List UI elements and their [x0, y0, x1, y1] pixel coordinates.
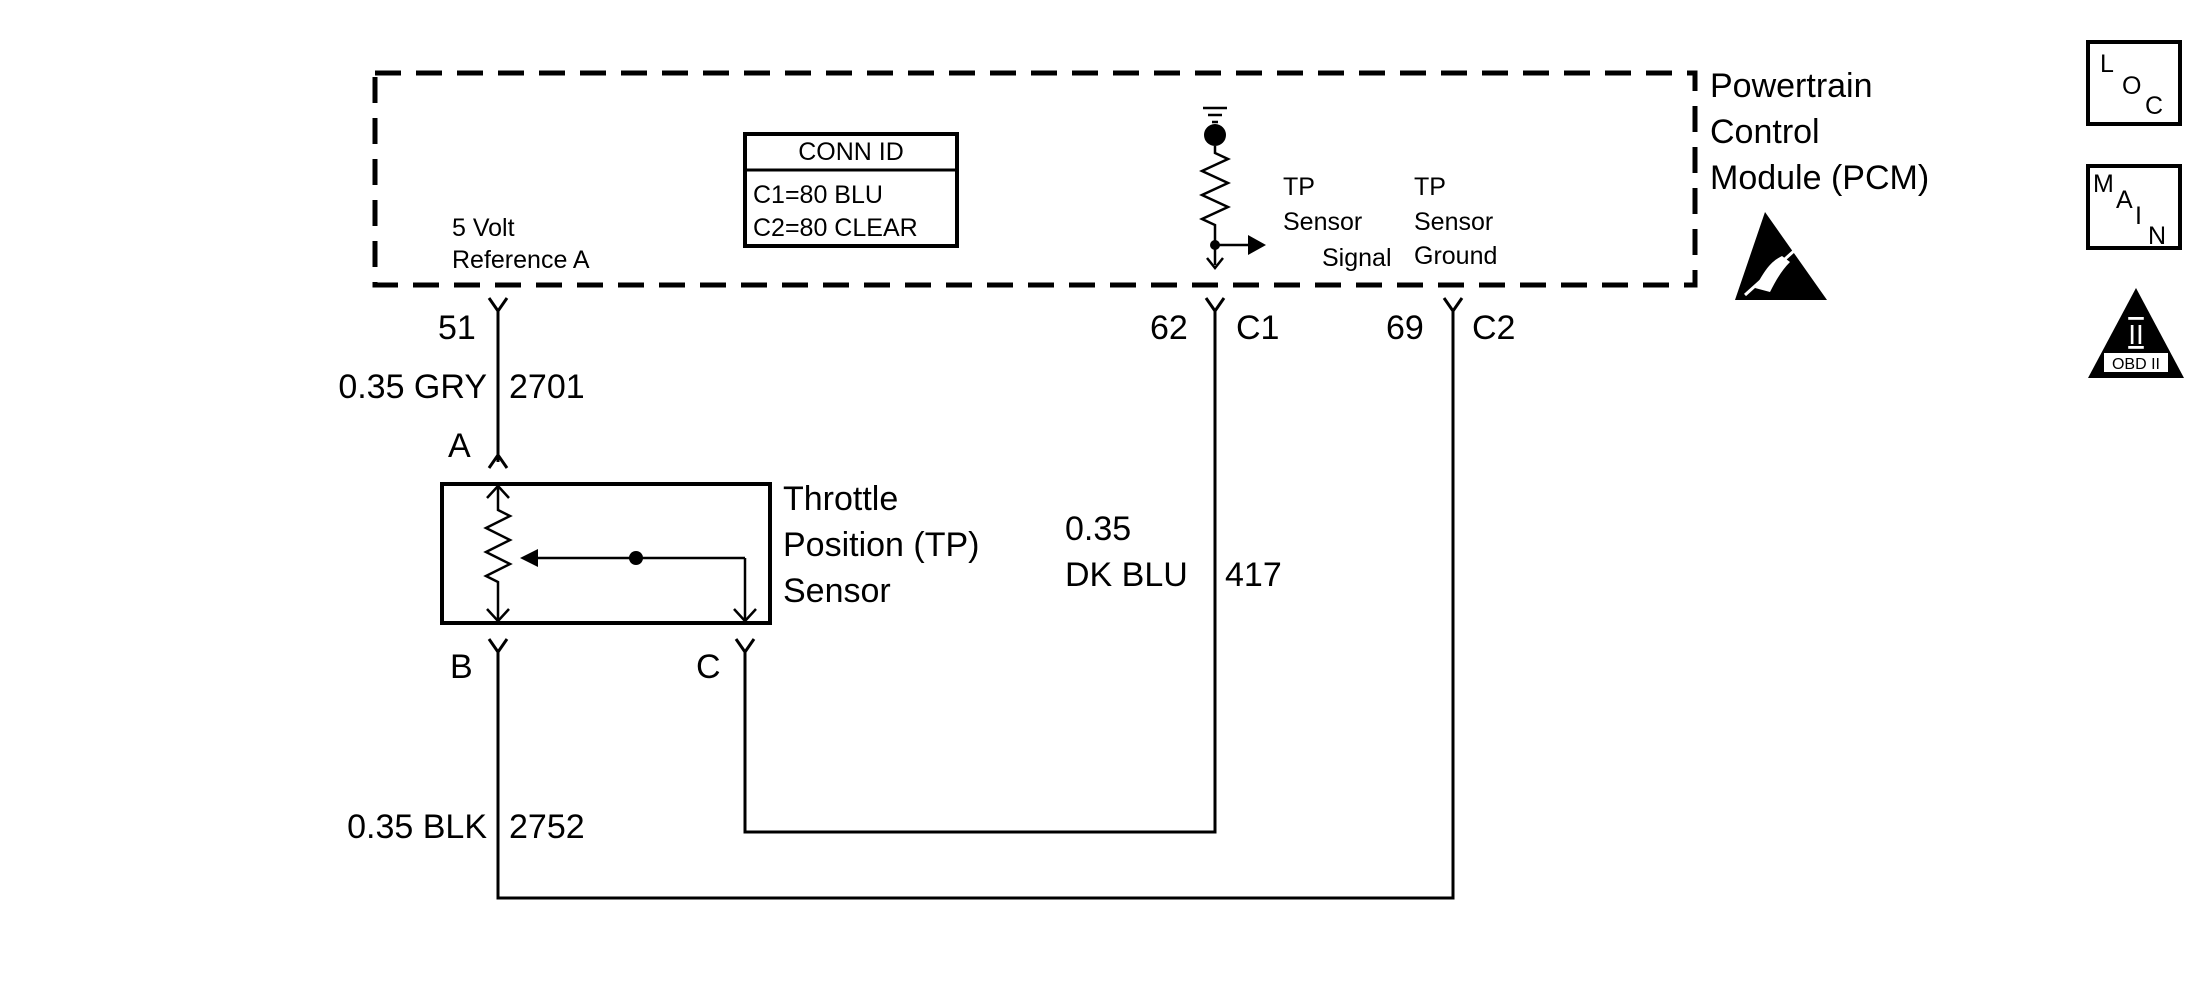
ref5v-signal-label: 5 Volt Reference A [452, 214, 590, 274]
svg-text:2701: 2701 [509, 368, 585, 406]
obd-ii-icon: II OBD II [2088, 288, 2184, 378]
wire-label-2752: 0.35 BLK 2752 [347, 808, 585, 846]
sensor-name-line3: Sensor [783, 572, 891, 610]
svg-text:Sensor: Sensor [1414, 208, 1493, 236]
svg-text:O: O [2122, 72, 2141, 100]
svg-text:I: I [2135, 202, 2142, 230]
terminal-c-label: C [696, 648, 721, 686]
conn-id-row-c1: C1=80 BLU [753, 181, 883, 209]
wire-label-417: 0.35 DK BLU 417 [1065, 510, 1282, 594]
svg-text:0.35 BLK: 0.35 BLK [347, 808, 487, 846]
svg-text:M: M [2093, 170, 2114, 198]
svg-text:II: II [2128, 319, 2144, 350]
svg-text:DK BLU: DK BLU [1065, 556, 1188, 594]
svg-text:C2: C2 [1472, 309, 1515, 347]
pcm-pin-62: 62 C1 [1150, 297, 1279, 347]
esd-sensitive-icon [1735, 212, 1827, 300]
svg-text:Control: Control [1710, 113, 1820, 151]
svg-text:0.35 GRY: 0.35 GRY [338, 368, 487, 406]
terminal-a-label: A [448, 427, 471, 465]
svg-text:5 Volt: 5 Volt [452, 214, 515, 242]
main-icon: M A I N [2086, 164, 2182, 250]
svg-text:0.35: 0.35 [1065, 510, 1131, 548]
pcm-pin-69: 69 C2 [1386, 297, 1515, 347]
svg-text:51: 51 [438, 309, 476, 347]
svg-text:L: L [2100, 50, 2114, 78]
svg-text:TP: TP [1414, 173, 1446, 201]
pcm-boundary [372, 70, 1698, 288]
svg-text:Ground: Ground [1414, 242, 1497, 270]
tp-ground-label: TP Sensor Ground [1414, 173, 1497, 270]
wire-label-2701: 0.35 GRY 2701 [338, 368, 584, 406]
svg-text:Reference A: Reference A [452, 246, 590, 274]
svg-text:Signal: Signal [1322, 244, 1392, 272]
svg-text:OBD II: OBD II [2112, 356, 2160, 373]
svg-text:Sensor: Sensor [1283, 208, 1362, 236]
sensor-name-line2: Position (TP) [783, 526, 980, 564]
svg-text:N: N [2148, 222, 2166, 250]
svg-text:C: C [2145, 92, 2163, 120]
terminal-b-label: B [450, 648, 473, 686]
wire-2752 [496, 311, 1455, 900]
svg-text:A: A [2116, 186, 2133, 214]
svg-text:62: 62 [1150, 309, 1188, 347]
wire-417 [743, 311, 1217, 834]
pcm-internal-resistor [1199, 106, 1266, 271]
svg-text:417: 417 [1225, 556, 1282, 594]
tp-sensor: A Throttle Position (TP) Sensor B C [440, 427, 980, 686]
conn-id-table: CONN ID C1=80 BLU C2=80 CLEAR [743, 132, 959, 248]
svg-text:TP: TP [1283, 173, 1315, 201]
pcm-pin-51: 51 [438, 297, 509, 462]
svg-text:Powertrain: Powertrain [1710, 67, 1873, 105]
svg-text:Module (PCM): Module (PCM) [1710, 159, 1929, 197]
svg-text:C1: C1 [1236, 309, 1279, 347]
svg-text:2752: 2752 [509, 808, 585, 846]
tp-signal-label: TP Sensor Signal [1283, 173, 1392, 272]
location-icon: L O C [2086, 40, 2182, 126]
conn-id-header: CONN ID [798, 138, 904, 166]
sensor-name-line1: Throttle [783, 480, 898, 518]
svg-text:69: 69 [1386, 309, 1424, 347]
pcm-title: Powertrain Control Module (PCM) [1710, 67, 1929, 197]
conn-id-row-c2: C2=80 CLEAR [753, 214, 918, 242]
